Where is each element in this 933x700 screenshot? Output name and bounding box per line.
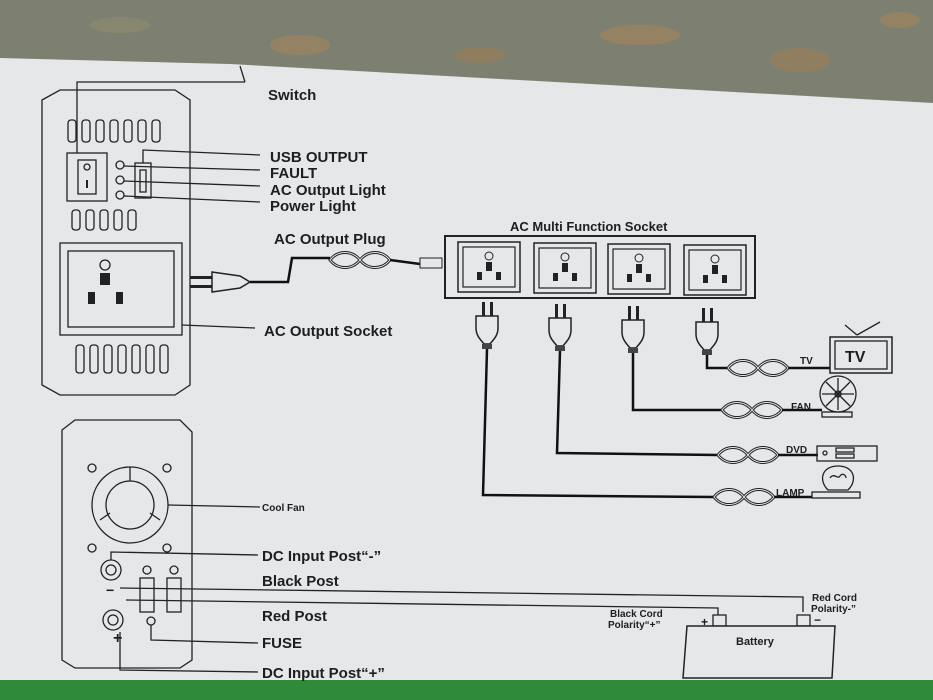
battery-icon: Battery + −	[682, 613, 836, 679]
ac-output-led-icon	[115, 175, 125, 185]
lamp-icon	[811, 465, 861, 499]
switch-icon	[66, 152, 108, 202]
label-lamp: LAMP	[776, 488, 805, 499]
label-tv: TV	[800, 356, 813, 367]
label-black-cord: Black Cord	[610, 609, 663, 620]
tv-icon: TV	[829, 321, 893, 374]
label-dc-input-post-negative: DC Input Post“-”	[262, 548, 381, 565]
minus-sign: −	[106, 582, 114, 598]
battery-plus-sign: +	[701, 615, 708, 629]
fault-led-icon	[115, 160, 125, 170]
label-power-light: Power Light	[270, 198, 356, 215]
ac-output-socket-icon	[59, 242, 183, 336]
dc-positive-post-icon	[102, 609, 124, 631]
inverter-front-panel	[41, 89, 191, 396]
ac-multi-function-socket	[444, 235, 756, 299]
ac-output-plug-icon	[190, 251, 443, 293]
vent-slots-top	[67, 119, 161, 143]
label-fuse: FUSE	[262, 635, 302, 652]
label-red-cord-polarity: Polarity-”	[811, 604, 856, 615]
label-red-cord: Red Cord	[812, 593, 857, 604]
dvd-player-icon	[816, 445, 878, 462]
power-led-icon	[115, 190, 125, 200]
label-fault: FAULT	[270, 165, 317, 182]
green-strip	[0, 680, 933, 700]
label-ac-output-socket: AC Output Socket	[264, 323, 392, 340]
battery-label: Battery	[736, 636, 775, 648]
paper	[0, 58, 933, 700]
fan-icon	[819, 375, 857, 418]
vent-slots-middle	[71, 209, 137, 231]
label-ac-output-light: AC Output Light	[270, 182, 386, 199]
label-black-post: Black Post	[262, 573, 339, 590]
label-ac-output-plug: AC Output Plug	[274, 231, 386, 248]
label-usb-output: USB OUTPUT	[270, 149, 368, 166]
label-ac-multi-function-socket: AC Multi Function Socket	[510, 219, 668, 234]
label-dc-input-post-positive: DC Input Post“+”	[262, 665, 385, 682]
fuse-icon	[139, 577, 155, 613]
vent-slots-bottom	[75, 344, 169, 374]
label-fan: FAN	[791, 402, 811, 413]
plus-sign: +	[113, 630, 122, 647]
rust-spots	[90, 12, 920, 72]
tv-screen-text: TV	[845, 349, 866, 366]
label-red-post: Red Post	[262, 608, 327, 625]
label-black-cord-polarity: Polarity“+”	[608, 620, 661, 631]
battery-minus-sign: −	[814, 613, 821, 627]
label-switch: Switch	[268, 87, 316, 104]
label-dvd: DVD	[786, 445, 807, 456]
label-cool-fan: Cool Fan	[262, 503, 305, 514]
